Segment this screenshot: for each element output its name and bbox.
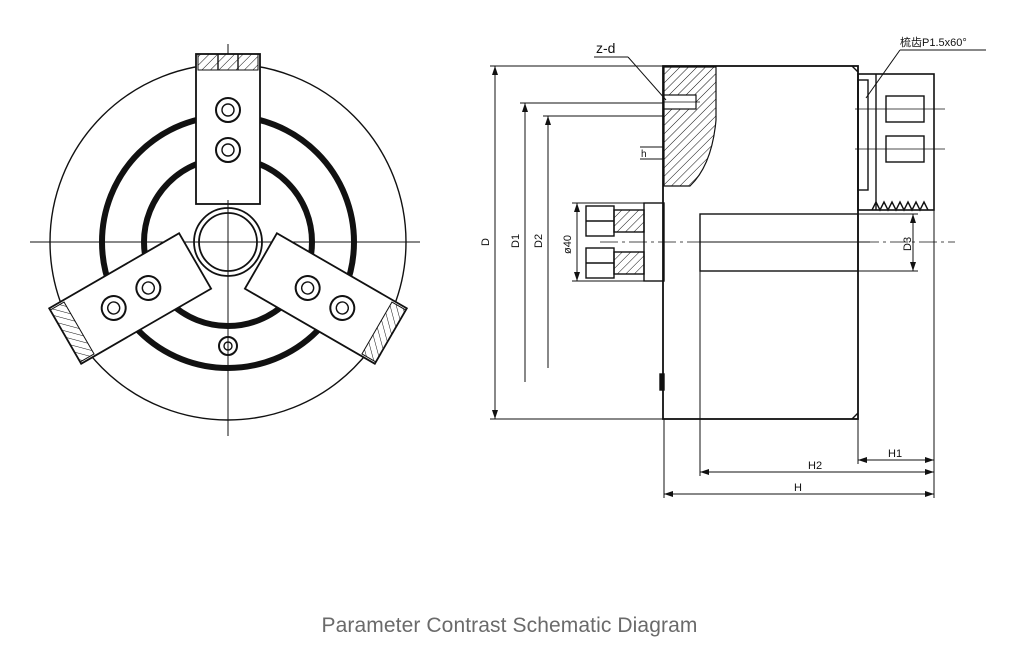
label-h: h [641, 149, 647, 160]
arrowheads [492, 66, 934, 497]
jaw-top [195, 53, 261, 205]
label-dia40: ø40 [562, 235, 574, 254]
fitting-upper [585, 205, 645, 237]
label-D2: D2 [533, 234, 545, 248]
diagram-caption: Parameter Contrast Schematic Diagram [321, 614, 698, 637]
label-H: H [794, 482, 802, 494]
label-thread: 梳齿P1.5x60° [900, 35, 967, 49]
label-z-d: z-d [596, 40, 615, 56]
jaw-teeth [871, 200, 929, 212]
jaw-assembly [857, 73, 935, 211]
jaw-right [47, 232, 213, 365]
section-hatch [663, 66, 717, 187]
label-D3: D3 [902, 237, 914, 251]
jaw-top-screw-1 [215, 97, 241, 123]
label-D: D [480, 238, 492, 246]
front-view [30, 44, 420, 436]
side-view: z-d 梳齿P1.5x60° h D D1 D2 ø40 D3 H1 H2 H [480, 35, 986, 498]
label-D1: D1 [510, 234, 522, 248]
jaw-left [243, 232, 409, 365]
fitting-lower [585, 247, 645, 279]
label-H2: H2 [808, 460, 822, 472]
lower-screw [218, 336, 238, 356]
dimension-lines [490, 49, 986, 498]
technical-drawing: z-d 梳齿P1.5x60° h D D1 D2 ø40 D3 H1 H2 H [30, 35, 986, 498]
label-H1: H1 [888, 448, 902, 460]
jaw-top-screw-2 [215, 137, 241, 163]
